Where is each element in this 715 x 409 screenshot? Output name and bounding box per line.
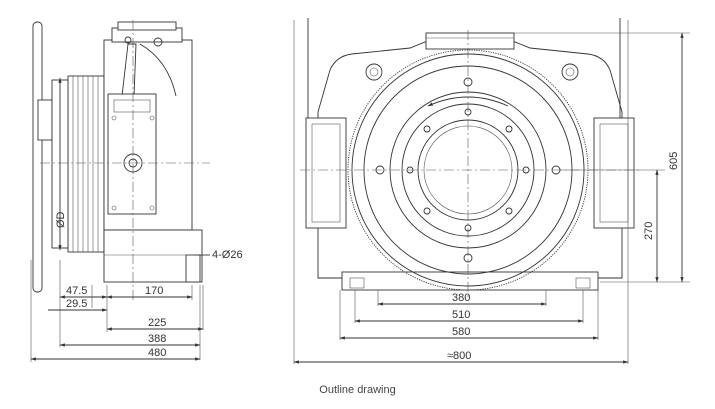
dim-800: ≈800 [447, 350, 471, 362]
dim-510: 510 [452, 309, 470, 321]
front-base [341, 271, 599, 291]
machine-housing [317, 39, 623, 279]
dim-480: 480 [148, 347, 166, 359]
dim-580: 580 [452, 326, 470, 338]
side-view: ØD 4-Ø26 47.5 170 29.5 225 388 480 [30, 20, 243, 362]
dim-225: 225 [148, 317, 166, 329]
handwheel [32, 21, 43, 293]
figure-caption: Outline drawing [319, 384, 396, 396]
dim-388: 388 [148, 333, 166, 345]
dim-605: 605 [668, 152, 680, 170]
brake-left [305, 117, 347, 229]
traction-sheave [51, 75, 105, 253]
dim-47-5: 47.5 [66, 285, 87, 297]
dim-29-5: 29.5 [66, 298, 87, 310]
dim-270: 270 [643, 222, 655, 240]
terminal-box [425, 32, 515, 50]
holes-label: 4-Ø26 [212, 249, 243, 261]
dim-380: 380 [452, 292, 470, 304]
dim-170: 170 [145, 285, 163, 297]
front-view: 605 270 380 510 580 ≈800 [293, 18, 690, 364]
brake-right [593, 117, 635, 229]
diameter-label: ØD [55, 211, 67, 228]
